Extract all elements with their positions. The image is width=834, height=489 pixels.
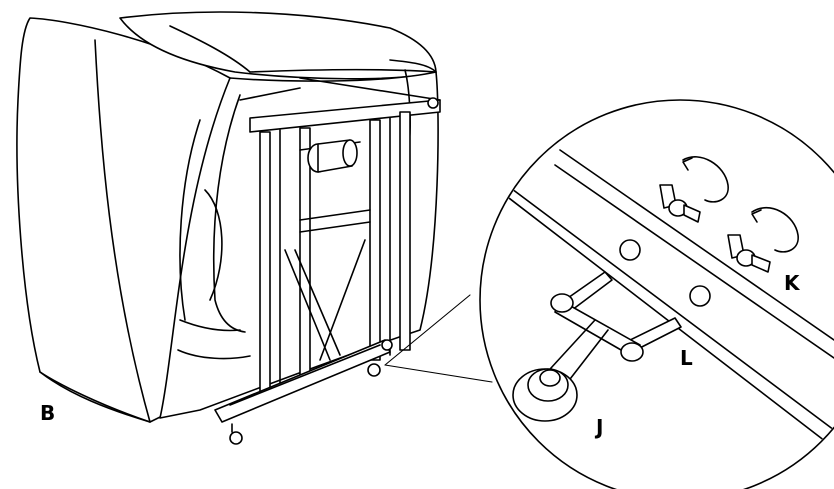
bolt-assembly [539,271,682,393]
label-k: K [784,271,801,295]
lift-frame [214,97,441,445]
detail-leader-line [384,364,493,383]
wing-nut-upper [659,156,729,223]
wing-nut-lower [727,206,799,273]
label-b: B [40,401,55,425]
detail-circle [479,99,834,489]
caster-wheel [512,368,578,422]
label-l: L [680,346,693,370]
label-j: J [594,415,603,439]
detail-circle-outline [479,99,834,489]
chair-illustration [16,11,441,445]
